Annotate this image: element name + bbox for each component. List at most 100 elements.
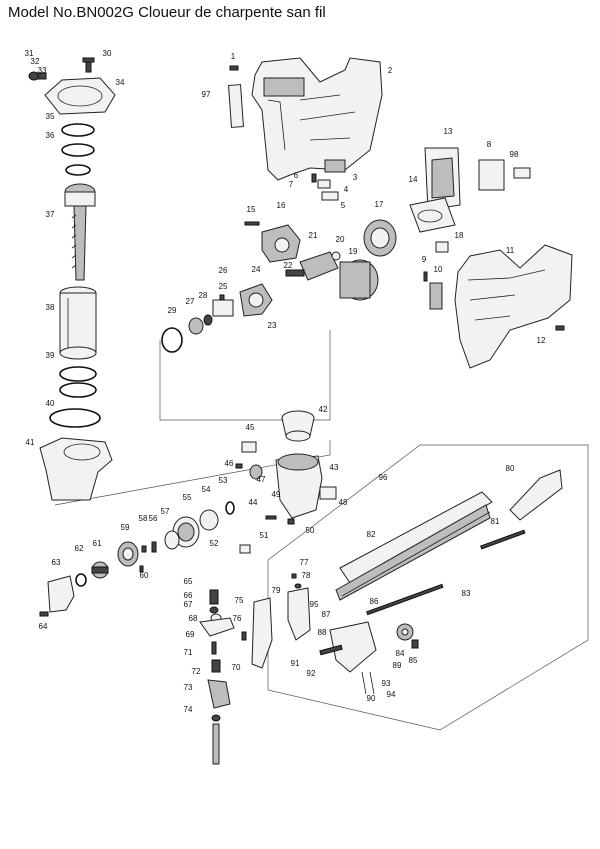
washer-53-icon (225, 501, 235, 515)
part-number-26: 26 (219, 266, 228, 275)
part-number-62: 62 (75, 544, 84, 553)
driver-74-icon (212, 723, 220, 765)
part-number-89: 89 (393, 661, 402, 670)
part-number-50: 50 (306, 526, 315, 535)
screw-1-icon (229, 65, 239, 71)
flywheel-55-icon (172, 516, 200, 548)
part-number-40: 40 (46, 399, 55, 408)
part-number-4: 4 (344, 185, 349, 194)
pin-58-icon (141, 545, 147, 553)
part-number-65: 65 (184, 577, 193, 586)
part-number-96: 96 (379, 473, 388, 482)
part-number-74: 74 (184, 705, 193, 714)
part-number-20: 20 (336, 235, 345, 244)
part-number-5: 5 (341, 201, 346, 210)
part-number-35: 35 (46, 112, 55, 121)
washer-28-icon (203, 314, 213, 326)
part-number-68: 68 (189, 614, 198, 623)
part-number-44: 44 (249, 498, 258, 507)
part-number-2: 2 (388, 66, 393, 75)
part-number-55: 55 (183, 493, 192, 502)
part-number-88: 88 (318, 628, 327, 637)
part-number-37: 37 (46, 210, 55, 219)
part-number-94: 94 (387, 690, 396, 699)
part-number-98: 98 (510, 150, 519, 159)
part-number-33: 33 (38, 66, 47, 75)
screw-64-icon (39, 611, 49, 617)
housing-half-11-icon (454, 244, 573, 369)
pin-25-icon (219, 294, 225, 301)
part-number-76: 76 (233, 614, 242, 623)
top-cap-icon (44, 77, 116, 115)
board-8-icon (478, 159, 505, 191)
rod-81-icon (480, 529, 526, 550)
part-number-16: 16 (277, 201, 286, 210)
part-number-17: 17 (375, 200, 384, 209)
label-98-icon (513, 167, 531, 179)
stator-icon (363, 219, 397, 257)
disc-57-icon (164, 530, 180, 550)
cylinder-base-icon (39, 437, 113, 501)
washer-62-icon (75, 573, 87, 587)
magazine-assembly-frame (267, 444, 589, 731)
rod-86-icon (366, 583, 444, 616)
gear-case-43-icon (275, 453, 323, 519)
part-number-34: 34 (116, 78, 125, 87)
pulley-61-icon (91, 561, 109, 579)
part-number-85: 85 (409, 656, 418, 665)
part-number-51: 51 (260, 531, 269, 540)
part-number-29: 29 (168, 306, 177, 315)
housing-half-icon (251, 57, 383, 181)
plate-63-icon (47, 575, 75, 613)
part-number-21: 21 (309, 231, 318, 240)
part-number-87: 87 (322, 610, 331, 619)
part-number-92: 92 (307, 669, 316, 678)
switch-18-icon (435, 241, 449, 253)
o-ring-39b-icon (59, 382, 97, 398)
part-number-54: 54 (202, 485, 211, 494)
led-board-10-icon (429, 282, 443, 310)
screw-9-icon (423, 271, 428, 282)
part-number-23: 23 (268, 321, 277, 330)
lever-68-icon (199, 617, 235, 637)
screw-44-icon (265, 515, 277, 520)
seal-29-icon (161, 327, 183, 353)
part-number-90: 90 (367, 694, 376, 703)
magazine-rail-icon (335, 491, 493, 601)
part-number-38: 38 (46, 303, 55, 312)
part-number-75: 75 (235, 596, 244, 605)
spring-71-icon (211, 659, 221, 673)
part-number-39: 39 (46, 351, 55, 360)
washer-78-icon (294, 583, 302, 589)
pin-77-icon (291, 573, 297, 579)
part-number-3: 3 (353, 173, 358, 182)
controller-icon (409, 147, 461, 233)
part-number-72: 72 (192, 667, 201, 676)
part-number-47: 47 (257, 475, 266, 484)
part-number-25: 25 (219, 282, 228, 291)
part-number-24: 24 (252, 265, 261, 274)
washer-54-icon (199, 509, 219, 531)
label-97-icon (228, 84, 244, 128)
part-number-59: 59 (121, 523, 130, 532)
part-number-61: 61 (93, 539, 102, 548)
part-number-83: 83 (462, 589, 471, 598)
part-number-86: 86 (370, 597, 379, 606)
lower-assembly-frame (54, 440, 331, 506)
seal-ring-40-icon (49, 408, 101, 428)
part-number-63: 63 (52, 558, 61, 567)
o-ring-39-icon (59, 366, 97, 382)
part-number-46: 46 (225, 459, 234, 468)
pin-60-icon (139, 565, 144, 573)
part-number-80: 80 (506, 464, 515, 473)
part-number-32: 32 (31, 57, 40, 66)
top-cap-ring-icon (57, 85, 103, 107)
part-number-49: 49 (272, 490, 281, 499)
bearing-27-icon (188, 317, 204, 335)
part-number-19: 19 (349, 247, 358, 256)
part-number-9: 9 (422, 255, 427, 264)
o-ring-36-icon (61, 143, 95, 157)
arm-72-icon (207, 679, 231, 709)
part-number-64: 64 (39, 622, 48, 631)
